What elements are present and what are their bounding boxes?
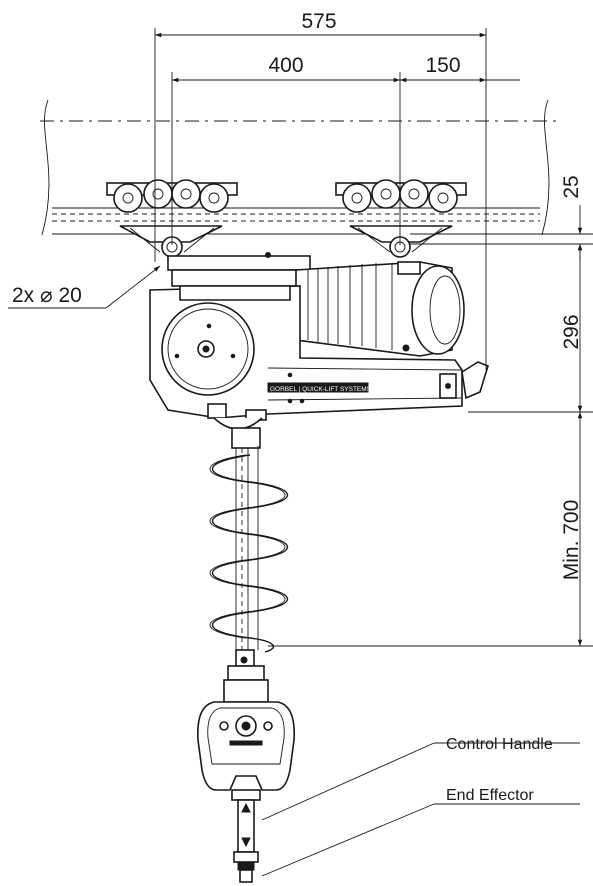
end-effector <box>233 799 259 883</box>
coiled-cable <box>209 417 288 653</box>
dimension-lines <box>8 28 593 877</box>
mounting-plate <box>167 252 311 287</box>
rail-track <box>40 99 560 236</box>
hoist-motor <box>295 261 465 357</box>
trolley-right <box>335 179 467 258</box>
trolley-left <box>106 179 238 258</box>
housing-brand-label: GORBEL | QUICK-LIFT SYSTEMS <box>270 386 372 393</box>
callout-end-effector: End Effector <box>446 787 534 804</box>
dim-overall-width: 575 <box>301 10 336 33</box>
dim-offset: 150 <box>425 54 460 77</box>
dim-min-stroke: Min. 700 <box>560 500 583 581</box>
dim-wheel-spacing: 400 <box>268 54 303 77</box>
dim-axle-spec: 2x ⌀ 20 <box>12 284 82 307</box>
hoist-housing: GORBEL | QUICK-LIFT SYSTEMS <box>149 285 489 421</box>
control-handle <box>197 649 295 801</box>
callout-control-handle: Control Handle <box>446 736 553 753</box>
dim-rail-height: 25 <box>560 175 583 198</box>
dim-unit-height: 296 <box>560 314 583 349</box>
